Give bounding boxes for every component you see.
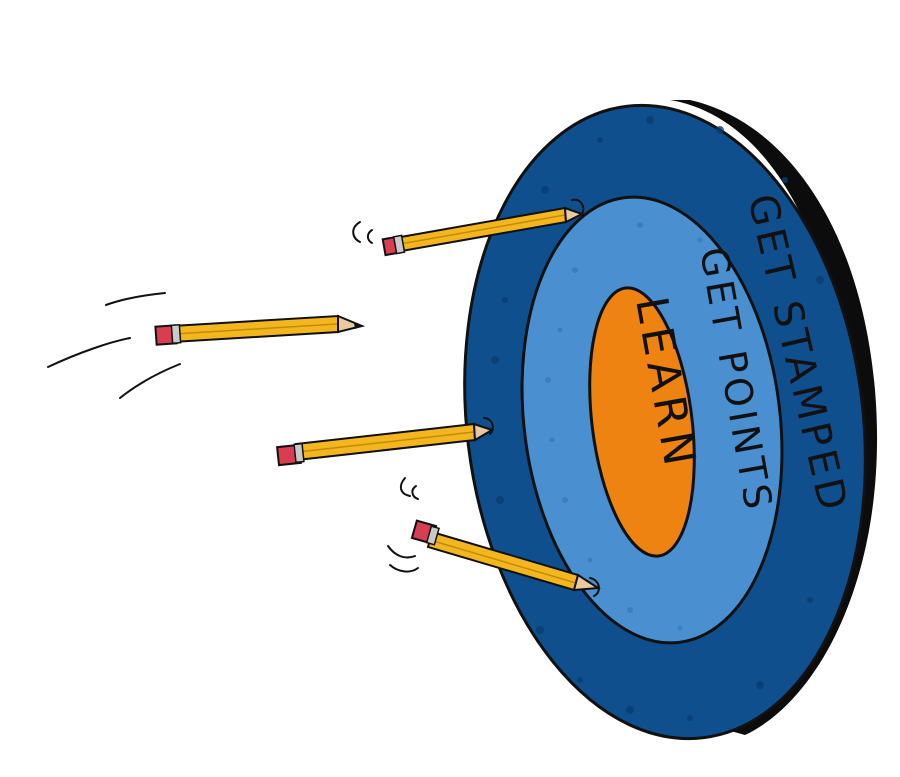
motion-lines	[47, 221, 419, 573]
pencil-bottom	[410, 519, 601, 592]
center-bullseye	[588, 286, 696, 558]
pencil-flying	[154, 314, 366, 346]
pencil-middle	[276, 422, 495, 467]
impact-marks	[483, 198, 600, 597]
dartboard: LEARN GET POINTS GET STAMPED	[463, 100, 878, 741]
outer-ring-texture	[487, 116, 824, 721]
pencil-top	[381, 206, 585, 257]
middle-ring-texture	[545, 222, 703, 631]
board-side	[670, 100, 878, 735]
